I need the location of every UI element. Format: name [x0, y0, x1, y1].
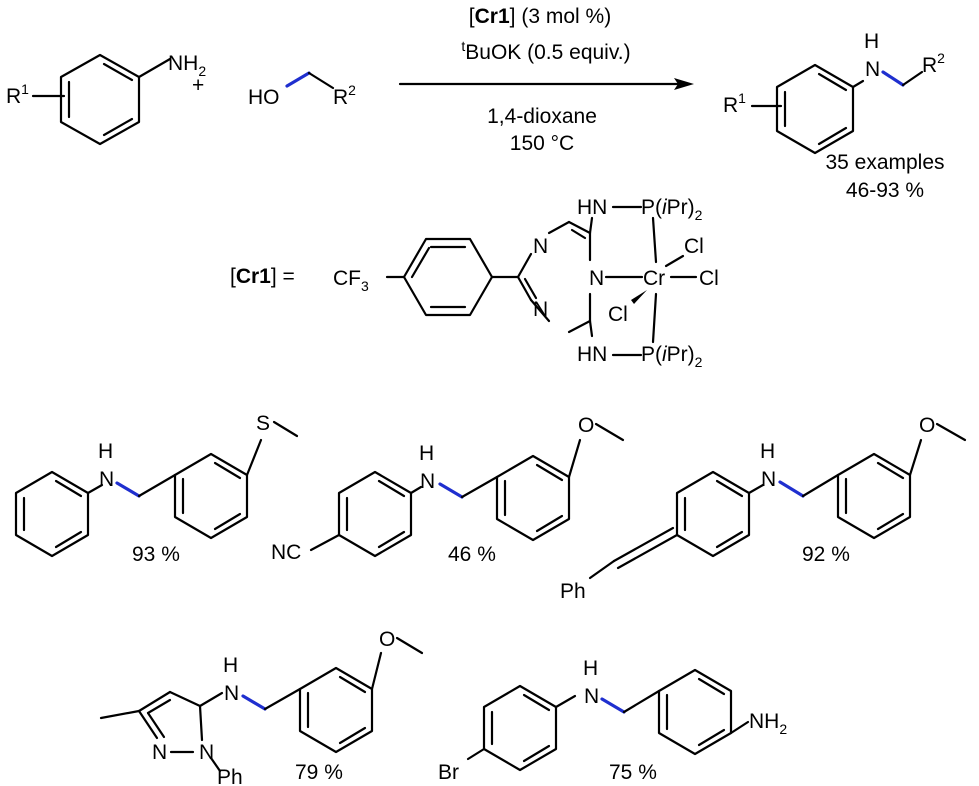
example-4-ph: Ph — [217, 766, 243, 786]
hn-bottom: HN — [577, 343, 607, 366]
phosphine-bottom: P(iPr)2 — [641, 343, 703, 370]
example-1-n: N — [99, 468, 114, 491]
reaction-conditions: [Cr1] (3 mol %) tBuOK (0.5 equiv.) 1,4-d… — [461, 5, 630, 155]
hn-top: HN — [577, 196, 607, 219]
chloride-1: Cl — [684, 235, 704, 258]
temperature-label: 150 °C — [510, 132, 574, 155]
reactant-aniline: NH2 R1 — [6, 52, 206, 146]
example-1-s: S — [256, 412, 270, 435]
chromium-label: Cr — [643, 267, 665, 290]
examples-count: 35 examples — [825, 151, 944, 174]
catalyst-structure: [Cr1] = CF3 N N N HN HN P(iPr)2 P(iPr)2 — [230, 196, 719, 370]
example-4-benzyl-ring — [298, 666, 374, 754]
product-amine: H N R2 R1 35 examples 46-93 % — [723, 30, 945, 202]
triazine-n2: N — [589, 267, 604, 290]
example-5-benzyl-ring — [657, 668, 733, 756]
wedge-bond — [631, 290, 647, 304]
example-3-ph: Ph — [560, 580, 586, 603]
example-4-pyrazole-n2: N — [152, 741, 167, 764]
example-2-aniline-ring — [337, 470, 413, 558]
product-ring — [775, 63, 855, 155]
example-1-yield: 93 % — [132, 543, 180, 566]
triazine-n3: N — [533, 298, 548, 321]
example-1-aniline-ring — [14, 470, 90, 558]
example-2-o: O — [578, 414, 594, 437]
aniline-r1-label: R1 — [6, 81, 29, 108]
product-h-label: H — [864, 30, 879, 53]
example-1-h: H — [98, 440, 113, 463]
triazine-n1: N — [533, 235, 548, 258]
phosphine-top: P(iPr)2 — [641, 196, 703, 223]
plus-sign: + — [192, 74, 204, 97]
aniline-nh2-label: NH2 — [168, 52, 206, 79]
example-3: H N O Ph 92 % — [560, 414, 967, 603]
example-5-nh2: NH2 — [749, 710, 787, 737]
example-3-benzyl-ring — [836, 452, 912, 540]
example-2-n: N — [420, 470, 435, 493]
example-2-benzyl-ring — [495, 454, 571, 542]
example-3-n: N — [761, 468, 776, 491]
example-4-h: H — [223, 654, 238, 677]
example-4-yield: 79 % — [295, 761, 343, 784]
example-2-nc: NC — [271, 541, 301, 564]
example-3-o: O — [919, 414, 935, 437]
example-2-h: H — [419, 442, 434, 465]
example-5-br: Br — [438, 761, 459, 784]
example-5: Br H N NH2 75 % — [438, 657, 787, 784]
reaction-arrow — [398, 78, 694, 90]
example-4: N N Ph H N O 79 % — [99, 628, 424, 786]
reactant-alcohol: HO R2 — [248, 71, 356, 109]
example-4-o: O — [379, 628, 395, 651]
chloride-3: Cl — [608, 303, 628, 326]
example-3-aniline-ring — [675, 470, 751, 558]
product-r2-label: R2 — [922, 50, 945, 77]
chloride-2: Cl — [699, 267, 719, 290]
example-2: H N O NC 46 % — [271, 414, 625, 566]
example-4-n: N — [224, 682, 239, 705]
aniline-ring — [59, 53, 141, 146]
example-3-yield: 92 % — [802, 543, 850, 566]
alcohol-ho-label: HO — [248, 86, 280, 109]
example-5-n: N — [584, 685, 599, 708]
catalyst-loading: [Cr1] (3 mol %) — [469, 5, 611, 28]
example-1-benzyl-ring — [173, 452, 249, 540]
example-3-h: H — [760, 440, 775, 463]
example-2-yield: 46 % — [448, 543, 496, 566]
example-5-yield: 75 % — [609, 761, 657, 784]
base-label: tBuOK (0.5 equiv.) — [461, 38, 630, 64]
product-n-label: N — [865, 58, 880, 81]
cf3-label: CF3 — [333, 267, 369, 294]
catalyst-label: [Cr1] = — [230, 265, 295, 288]
solvent-label: 1,4-dioxane — [487, 105, 597, 128]
alcohol-r2-label: R2 — [333, 82, 356, 109]
example-5-h: H — [583, 657, 598, 680]
yield-range: 46-93 % — [846, 179, 924, 202]
product-r1-label: R1 — [723, 90, 746, 117]
example-5-aniline-ring — [482, 684, 558, 772]
example-1: H N S 93 % — [14, 412, 299, 566]
catalyst-phenyl-ring — [402, 237, 494, 317]
